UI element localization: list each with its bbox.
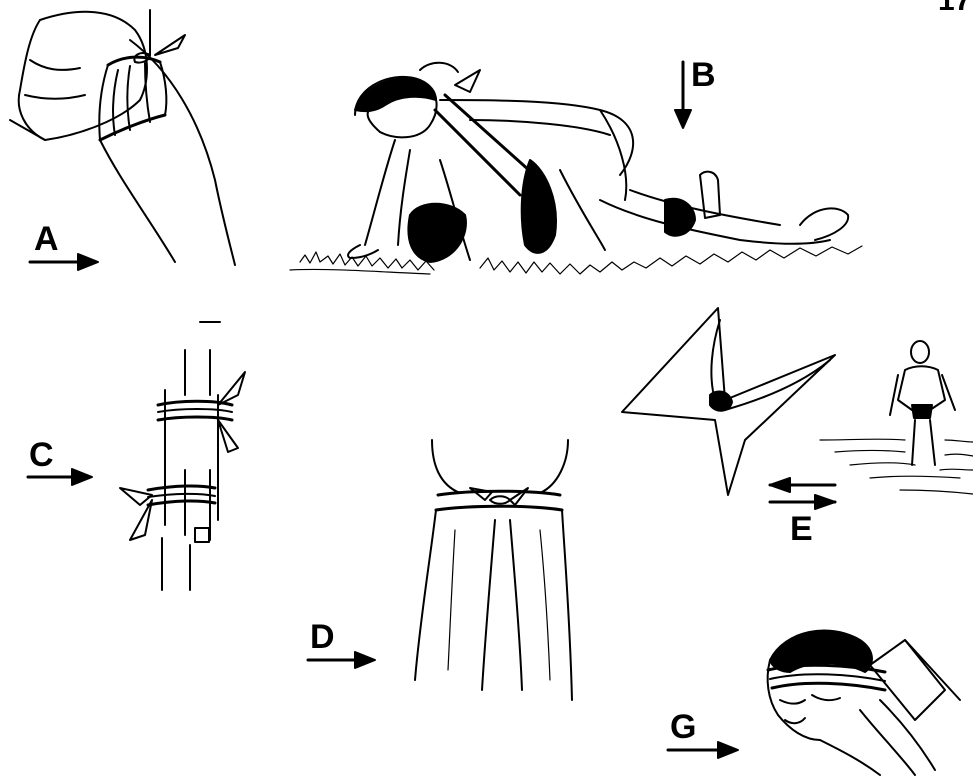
panel-b-rescue-carry bbox=[290, 63, 862, 274]
panel-e-letter: E bbox=[790, 512, 813, 546]
panel-c-splint bbox=[120, 322, 245, 590]
panel-c-letter: C bbox=[29, 438, 54, 472]
panel-e-water-signal bbox=[622, 308, 973, 509]
panel-a-letter: A bbox=[34, 222, 59, 256]
letter-arrows bbox=[28, 62, 738, 758]
panel-g-head-bandage bbox=[768, 630, 960, 775]
panel-d-waist-bandage bbox=[415, 440, 572, 700]
panel-b-letter: B bbox=[691, 58, 716, 92]
panel-d-letter: D bbox=[310, 620, 335, 654]
panel-g-letter: G bbox=[670, 710, 696, 744]
